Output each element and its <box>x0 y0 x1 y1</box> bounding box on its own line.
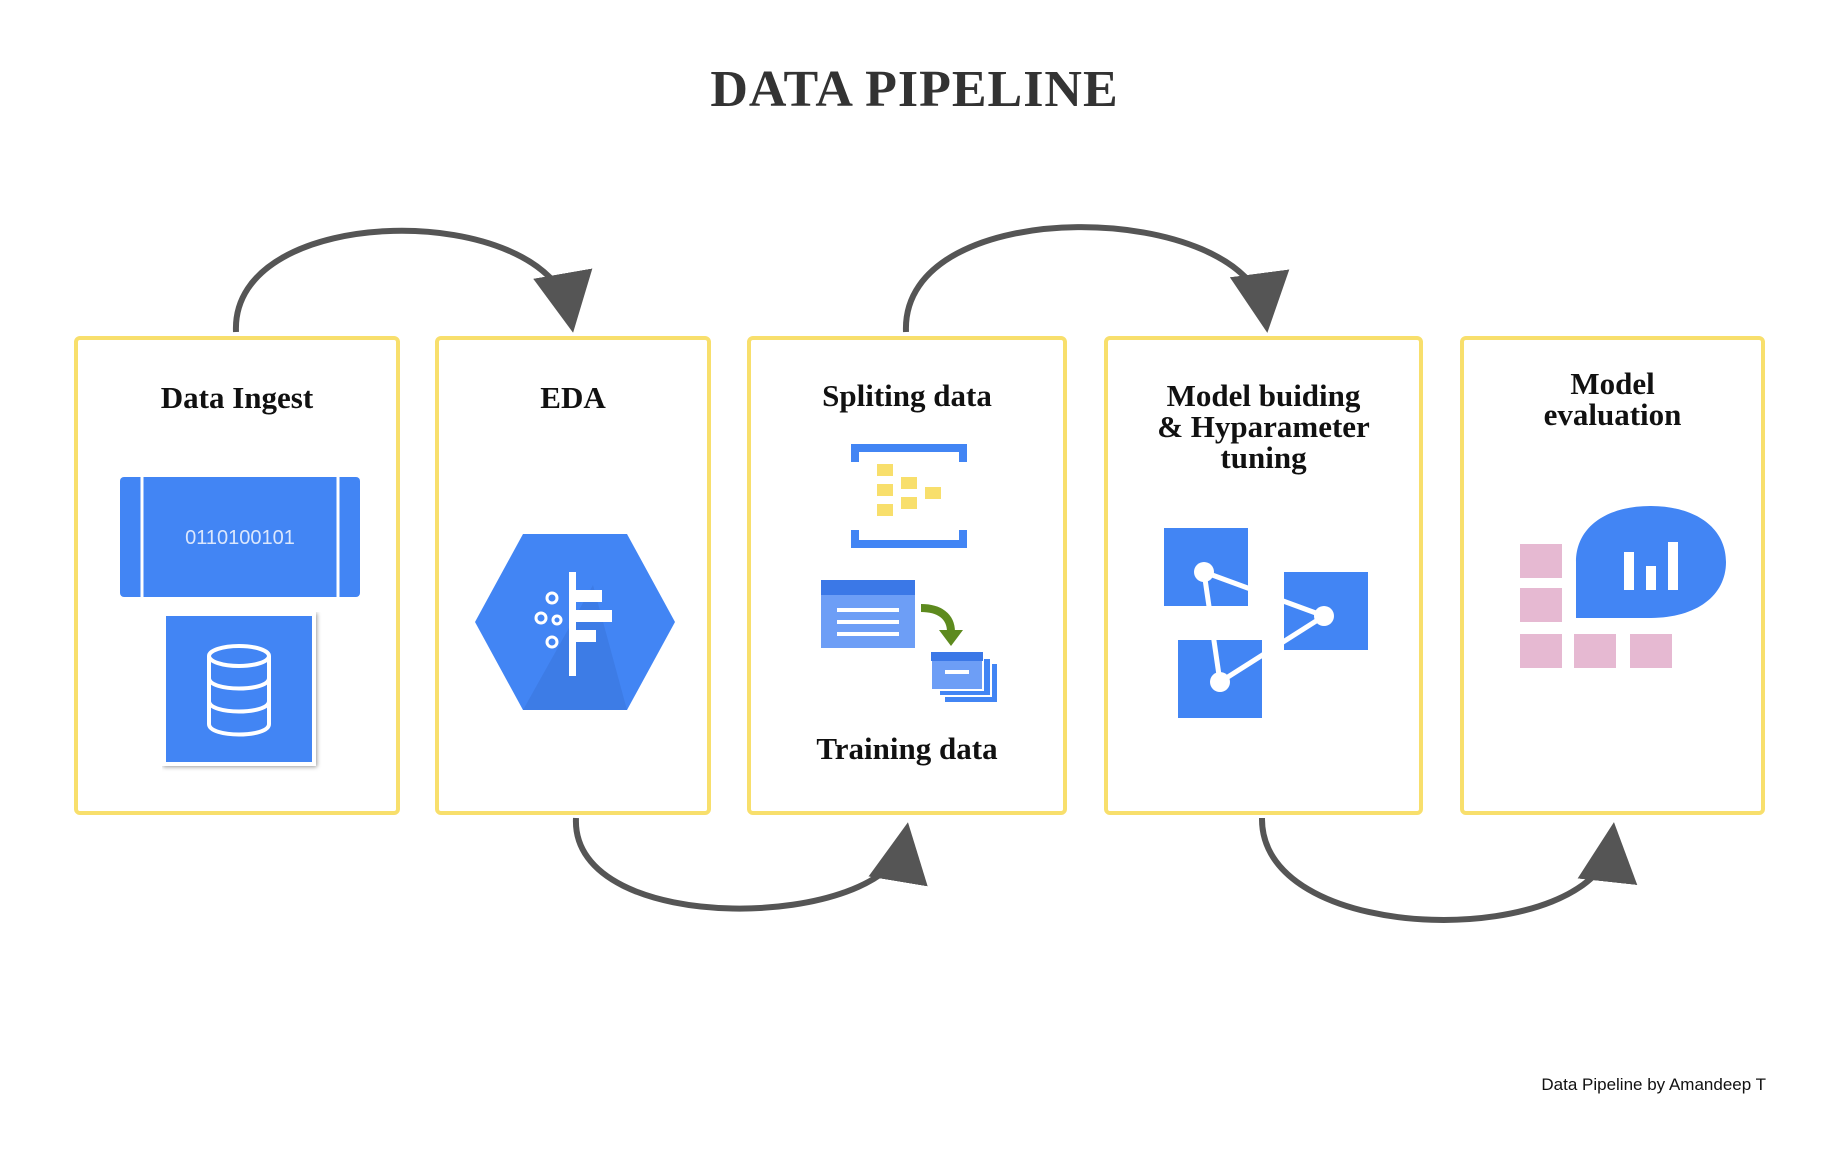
arrow-split-to-model <box>902 224 1290 333</box>
training-data-label: Training data <box>816 731 998 766</box>
stage-model-evaluation: Model evaluation <box>1460 336 1765 815</box>
stage-label: Spliting data <box>822 378 992 413</box>
footer-credit: Data Pipeline by Amandeep T <box>1541 1075 1766 1094</box>
stage-model-building: Model buiding & Hyparameter tuning <box>1104 336 1423 815</box>
stage-splitting-data: Spliting data <box>747 336 1067 815</box>
arrow-ingest-to-eda <box>232 227 593 333</box>
stage-label-line-3: tuning <box>1220 440 1307 475</box>
evaluation-chart-icon <box>1520 506 1726 668</box>
stage-label-line-1: Model <box>1570 366 1655 401</box>
stage-label-line-2: evaluation <box>1543 397 1682 432</box>
arrow-eda-to-split <box>572 817 928 912</box>
stage-label: EDA <box>540 380 606 415</box>
page-title: DATA PIPELINE <box>710 61 1119 118</box>
binary-text: 0110100101 <box>185 527 295 549</box>
stage-data-ingest: Data Ingest 0110100101 <box>74 336 400 815</box>
arrow-model-to-eval <box>1258 817 1638 923</box>
stage-label-line-1: Model buiding <box>1166 378 1361 413</box>
stage-label-line-2: & Hyparameter <box>1157 409 1370 444</box>
hexagon-analytics-icon <box>475 534 675 710</box>
training-data-icon <box>821 580 997 702</box>
binary-stream-icon: 0110100101 <box>120 477 360 597</box>
stage-label: Data Ingest <box>160 380 314 415</box>
split-data-icon <box>851 444 967 548</box>
stage-eda: EDA <box>435 336 711 815</box>
model-graph-icon <box>1164 528 1368 718</box>
database-icon <box>162 612 316 766</box>
